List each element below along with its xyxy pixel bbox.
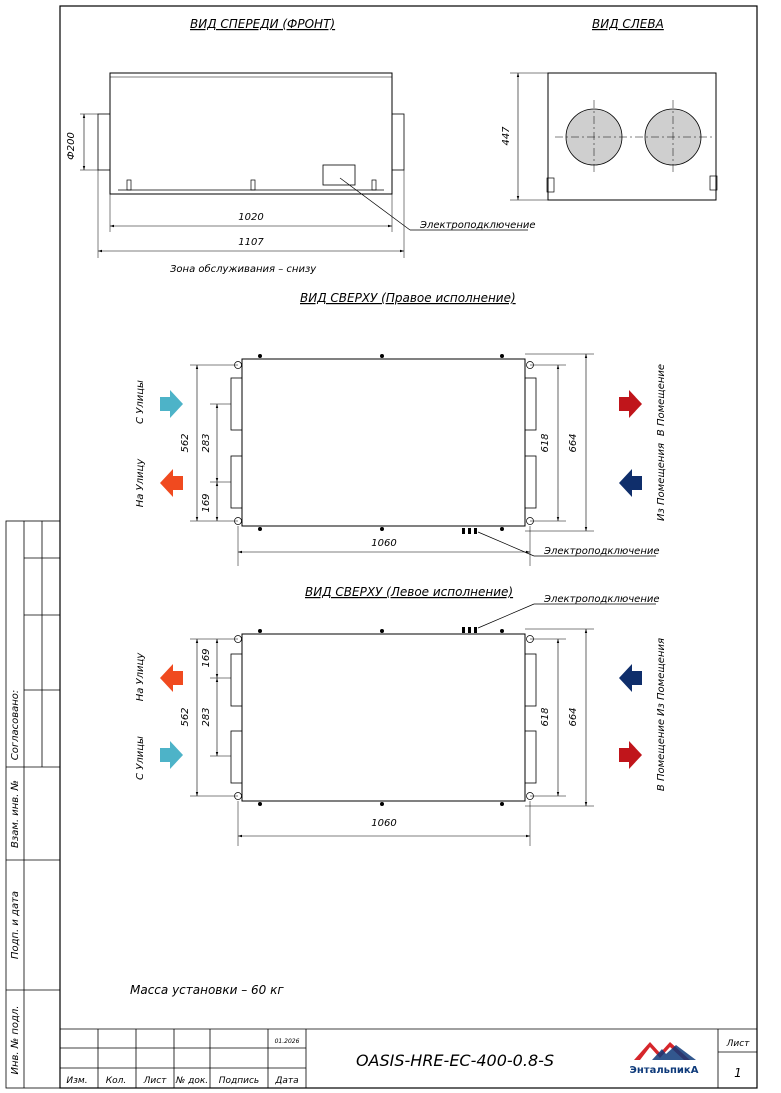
front-view: ВИД СПЕРЕДИ (ФРОНТ) Электроподключение Ф… bbox=[66, 17, 536, 275]
top-right-electrical-label: Электроподключение bbox=[543, 546, 660, 557]
top-left-dim-664: 664 bbox=[568, 707, 579, 726]
arrow-to-street-left bbox=[160, 664, 183, 692]
top-right-housing bbox=[241, 358, 526, 527]
label-from-street-left: С Улицы bbox=[135, 736, 146, 780]
arrow-to-street-right bbox=[160, 469, 183, 497]
top-right-dim-664: 664 bbox=[568, 433, 579, 452]
sheet-number: 1 bbox=[734, 1066, 742, 1080]
left-view: ВИД СЛЕВА 447 bbox=[501, 17, 718, 201]
front-dim-1020: 1020 bbox=[238, 212, 263, 223]
logo: ЭнтальпикА bbox=[630, 1042, 699, 1076]
top-right-dim-283: 283 bbox=[201, 433, 212, 452]
arrow-from-room-left bbox=[619, 664, 642, 692]
col-ndoc: № док. bbox=[175, 1076, 208, 1086]
front-dim-diameter: Ф200 bbox=[66, 132, 77, 160]
top-right-dim-1060: 1060 bbox=[371, 538, 396, 549]
front-spigot-right bbox=[391, 113, 405, 171]
top-right-dim-618: 618 bbox=[540, 433, 551, 452]
stamp-inv-sub: Взам. инв. № bbox=[10, 780, 21, 848]
top-left-electrical-label: Электроподключение bbox=[543, 594, 660, 605]
side-housing bbox=[547, 72, 717, 201]
label-to-street-right: На Улицу bbox=[135, 458, 146, 508]
side-stamp bbox=[5, 520, 61, 1089]
front-spigot-left bbox=[97, 113, 111, 171]
logo-mountain-blue-icon bbox=[652, 1045, 696, 1060]
top-right-title: ВИД СВЕРХУ (Правое исполнение) bbox=[300, 291, 516, 305]
col-date: Дата bbox=[274, 1076, 298, 1086]
designation: OASIS-HRE-EC-400-0.8-S bbox=[356, 1051, 554, 1070]
front-electrical-label: Электроподключение bbox=[419, 220, 536, 231]
sheet-label: Лист bbox=[726, 1039, 751, 1049]
col-izm: Изм. bbox=[66, 1076, 87, 1086]
front-housing bbox=[109, 72, 393, 195]
front-service-zone: Зона обслуживания – снизу bbox=[170, 263, 317, 275]
top-left-title: ВИД СВЕРХУ (Левое исполнение) bbox=[305, 585, 513, 599]
front-dim-1107: 1107 bbox=[238, 237, 264, 248]
label-to-room-left: В Помещение bbox=[656, 719, 667, 791]
top-right-dim-169: 169 bbox=[201, 493, 212, 512]
front-electrical-box bbox=[322, 164, 356, 186]
col-list: Лист bbox=[143, 1076, 168, 1086]
stamp-agreed: Согласовано: bbox=[10, 690, 21, 761]
col-kol: Кол. bbox=[106, 1076, 127, 1086]
logo-text: ЭнтальпикА bbox=[630, 1065, 699, 1076]
label-from-street-right: С Улицы bbox=[135, 380, 146, 424]
label-to-room-right: В Помещение bbox=[656, 364, 667, 436]
top-right-dim-562: 562 bbox=[180, 433, 191, 452]
side-dim-447: 447 bbox=[501, 126, 512, 146]
top-left-housing bbox=[241, 633, 526, 802]
top-view-left: ВИД СВЕРХУ (Левое исполнение) Электропод… bbox=[135, 585, 667, 846]
stamp-inv-orig: Инв. № подл. bbox=[10, 1006, 21, 1075]
top-left-dim-562: 562 bbox=[180, 707, 191, 726]
top-view-right: ВИД СВЕРХУ (Правое исполнение) Электропо… bbox=[135, 291, 667, 566]
front-view-title: ВИД СПЕРЕДИ (ФРОНТ) bbox=[190, 17, 335, 31]
top-left-dim-618: 618 bbox=[540, 707, 551, 726]
arrow-to-room-right bbox=[619, 390, 642, 418]
arrow-from-street-right bbox=[160, 390, 183, 418]
arrow-from-room-right bbox=[619, 469, 642, 497]
label-to-street-left: На Улицу bbox=[135, 652, 146, 702]
arrow-from-street-left bbox=[160, 741, 183, 769]
label-from-room-left: Из Помещения bbox=[656, 638, 667, 716]
top-left-dim-169: 169 bbox=[201, 648, 212, 667]
mass-note: Масса установки – 60 кг bbox=[130, 983, 284, 997]
top-left-dim-1060: 1060 bbox=[371, 818, 396, 829]
stamp-sign-date: Подп. и дата bbox=[10, 891, 21, 959]
left-view-title: ВИД СЛЕВА bbox=[592, 17, 664, 31]
col-sign: Подпись bbox=[219, 1076, 259, 1086]
top-left-dim-283: 283 bbox=[201, 707, 212, 726]
title-date-value: 01.2026 bbox=[275, 1038, 300, 1045]
arrow-to-room-left bbox=[619, 741, 642, 769]
label-from-room-right: Из Помещения bbox=[656, 443, 667, 521]
title-block bbox=[60, 1028, 757, 1088]
